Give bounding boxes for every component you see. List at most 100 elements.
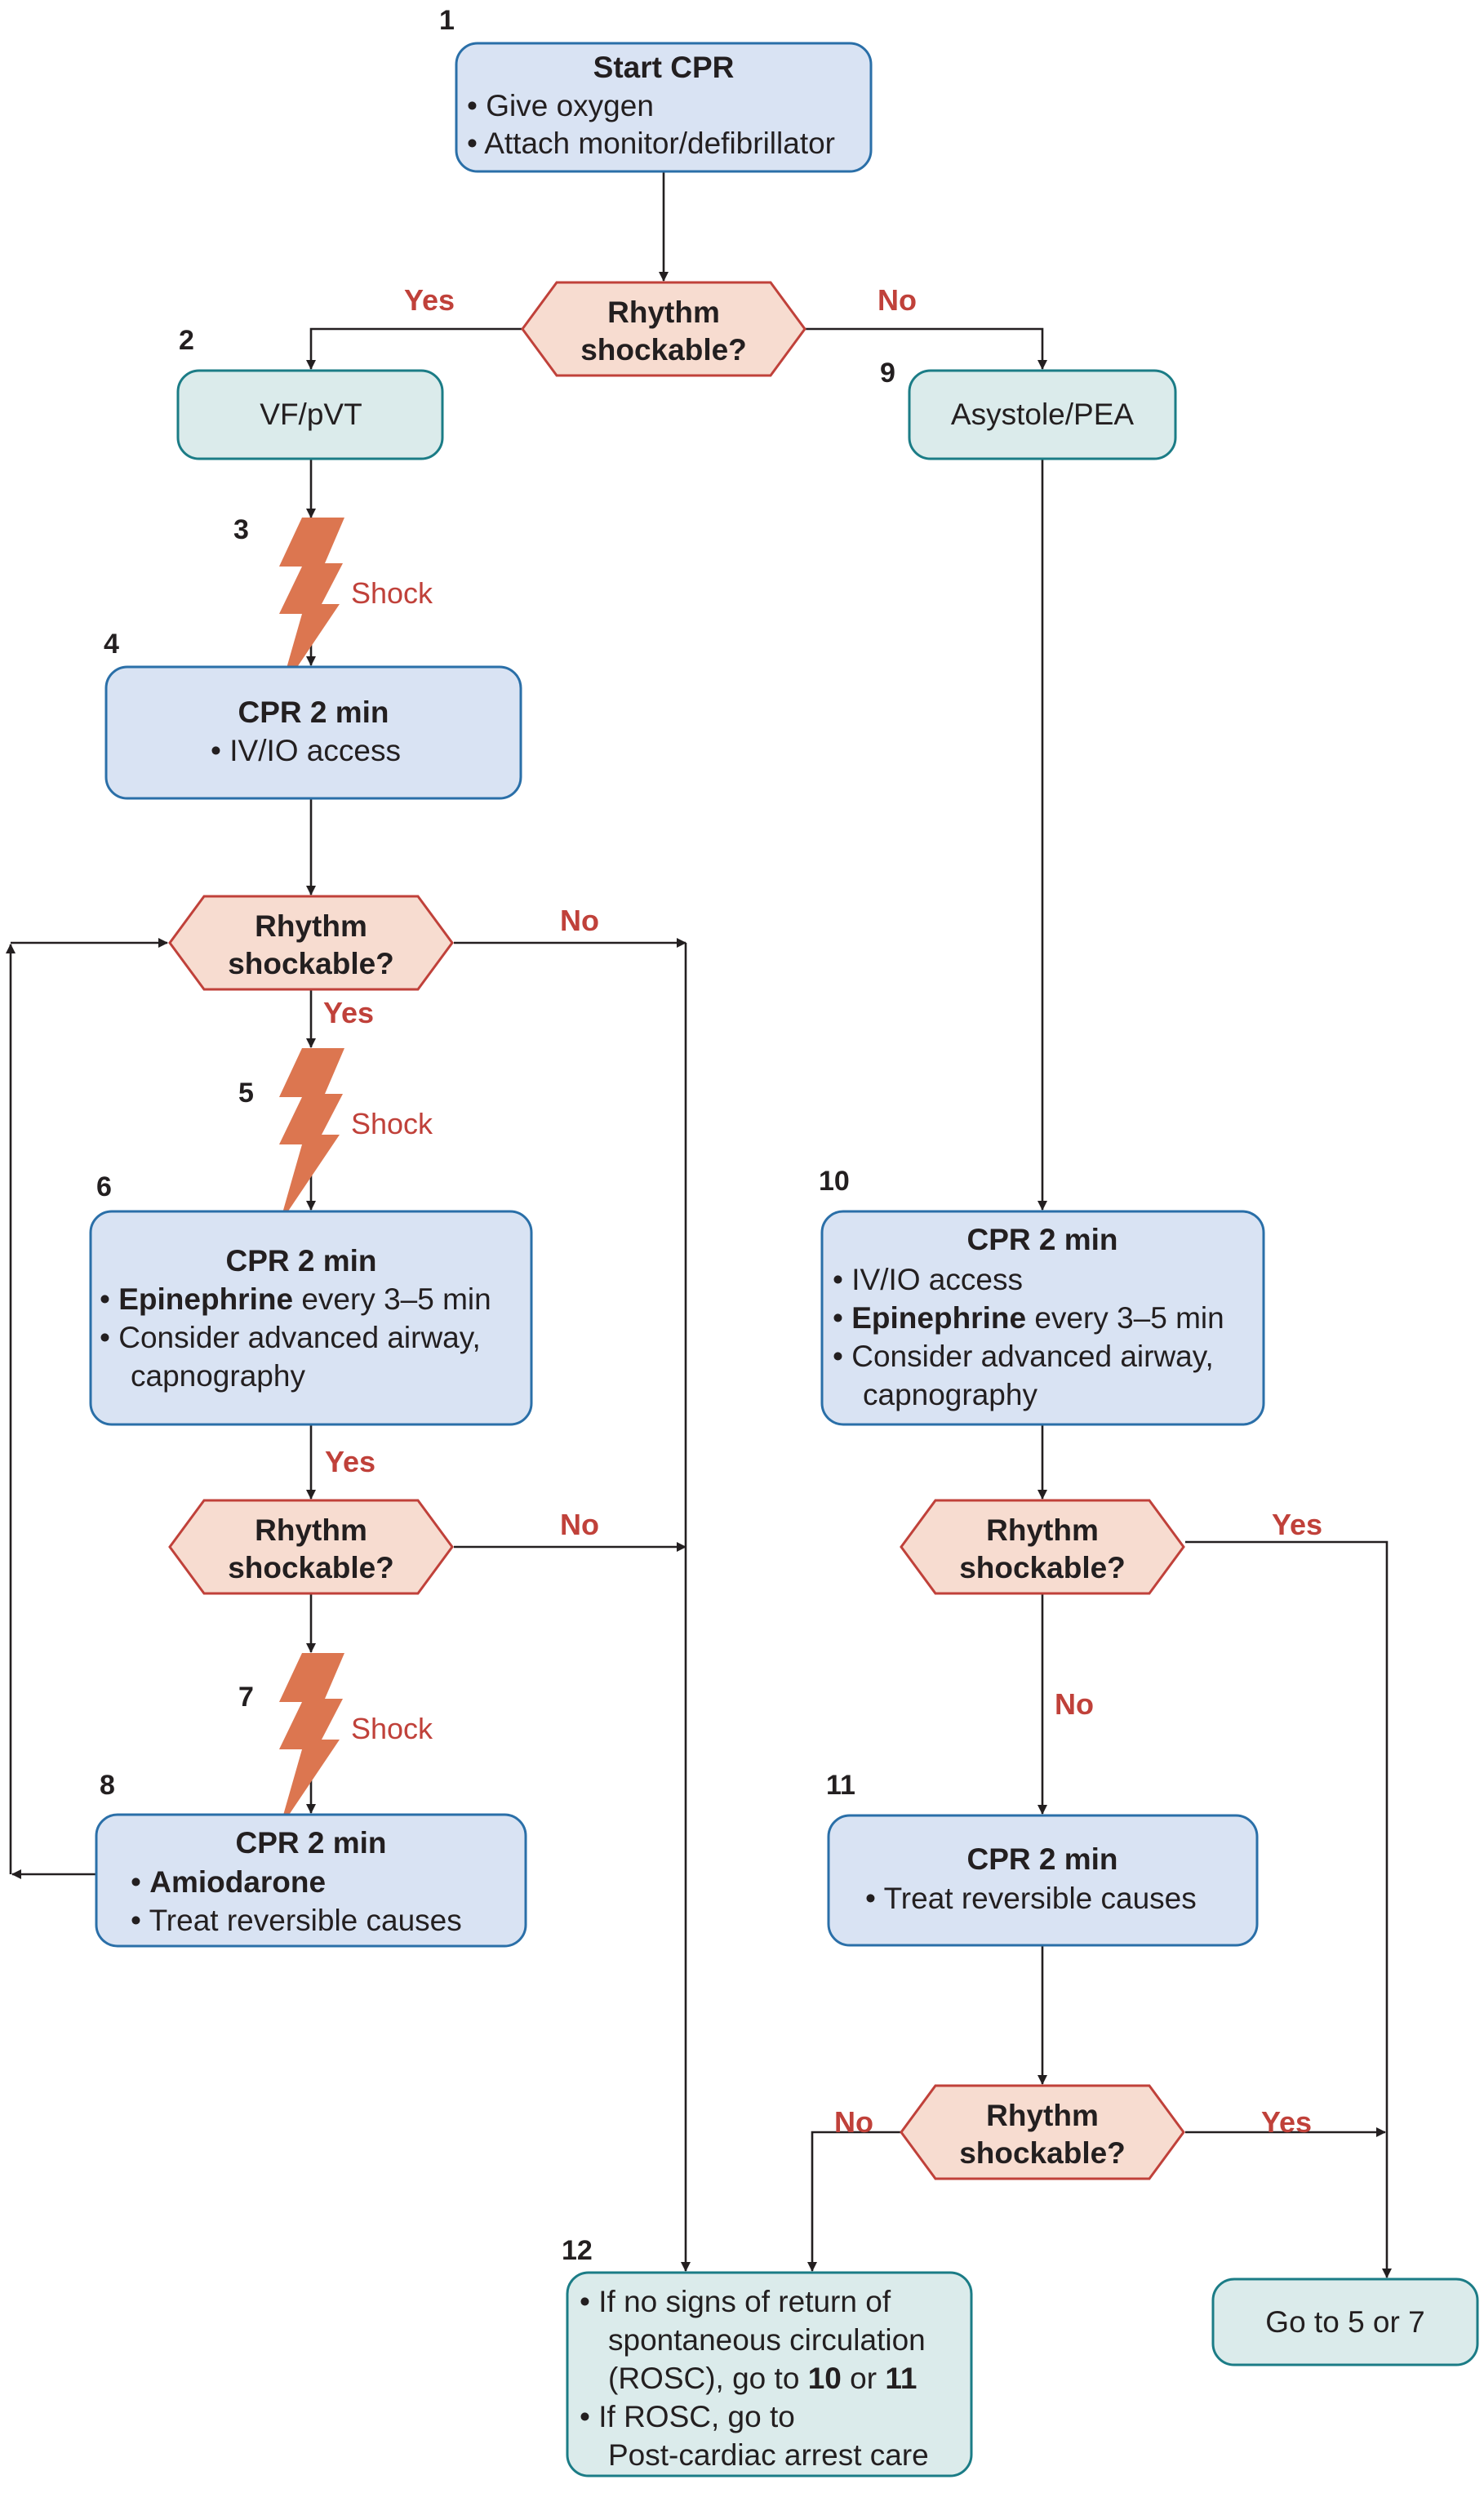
action-box [104, 665, 522, 800]
bullet-line: Post-cardiac arrest care [608, 2438, 929, 2472]
connector-decision1-yes [306, 327, 523, 370]
connector-decision4-yes [1185, 1540, 1392, 2278]
decision-d2: Rhythm shockable? [168, 895, 454, 991]
node-title: Start CPR [593, 51, 735, 84]
decision-d4: Rhythm shockable? [900, 1499, 1185, 1595]
decision-question-line2: shockable? [959, 1551, 1126, 1584]
decision-question-line1: Rhythm [255, 909, 367, 943]
node-goto-5-or-7: Go to 5 or 7 [1211, 2277, 1479, 2366]
action-box [827, 1814, 1259, 1947]
decision-d5: Rhythm shockable? [900, 2084, 1185, 2180]
node-text: VF/pVT [260, 398, 362, 431]
decision-question-line2: shockable? [959, 2136, 1126, 2170]
step-number-3: 3 [233, 514, 249, 545]
action-box [455, 42, 873, 173]
step-number-5: 5 [238, 1078, 254, 1109]
node-cpr-10: CPR 2 min • IV/IO access • Epinephrine eve… [820, 1210, 1265, 1426]
decision1-no-label: No [878, 283, 917, 317]
step-number-9: 9 [880, 358, 895, 389]
outcome-box [1211, 2277, 1479, 2366]
bullet-line: • Epinephrine every 3–5 min [833, 1301, 1224, 1335]
node-vf-pvt: VF/pVT [176, 369, 444, 460]
decision3-yes-label: Yes [325, 1445, 375, 1478]
step-number-2: 2 [179, 325, 194, 356]
shock-label: Shock [351, 1712, 433, 1745]
decision-d3: Rhythm shockable? [168, 1499, 454, 1595]
action-box [95, 1813, 527, 1948]
decision-question-line1: Rhythm [986, 2099, 1099, 2132]
node-cpr-4: CPR 2 min• IV/IO access [104, 665, 522, 800]
decision-question-line2: shockable? [580, 333, 747, 367]
decision5-yes-label: Yes [1261, 2105, 1312, 2139]
decision-question-line1: Rhythm [255, 1513, 367, 1547]
lightning-bolt-icon [279, 1653, 344, 1829]
bullet-line: • Treat reversible causes [131, 1904, 462, 1937]
step-number-10: 10 [819, 1166, 850, 1197]
bullet-line: capnography [863, 1378, 1037, 1411]
node-start-cpr: Start CPR • Give oxygen • Attach monitor/d… [455, 42, 873, 173]
decision2-yes-label: Yes [323, 996, 374, 1029]
step-number-1: 1 [439, 5, 455, 36]
node-title: CPR 2 min [966, 1223, 1117, 1256]
shock-step7: Shock [279, 1653, 433, 1829]
decision3-no-label: No [560, 1508, 599, 1541]
bullet-line: • Amiodarone [131, 1865, 326, 1899]
bullet-line: • Consider advanced airway, [100, 1321, 481, 1354]
node-cpr-6: CPR 2 min • Epinephrine every 3–5 min • Co… [89, 1210, 533, 1426]
node-asystole-pea: Asystole/PEA [908, 369, 1177, 460]
bullet-line: • Consider advanced airway, [833, 1340, 1214, 1373]
node-title: CPR 2 min [235, 1826, 386, 1860]
shock-label: Shock [351, 576, 433, 610]
step-number-7: 7 [238, 1682, 254, 1713]
decision1-yes-label: Yes [404, 283, 455, 317]
decision-hexagon [521, 281, 806, 377]
action-box [89, 1210, 533, 1426]
decision-hexagon [900, 2084, 1185, 2180]
bullet-line: spontaneous circulation [608, 2323, 926, 2357]
decision-hexagon [168, 895, 454, 991]
decision5-no-label: No [834, 2105, 873, 2139]
shock-step5: Shock [279, 1048, 433, 1224]
decision-question-line1: Rhythm [986, 1513, 1099, 1547]
node-cpr-8: CPR 2 min • Amiodarone • Treat reversible … [95, 1813, 527, 1948]
step-number-8: 8 [100, 1770, 115, 1801]
bullet-line: • Treat reversible causes [865, 1882, 1197, 1915]
step-number-12: 12 [562, 2235, 593, 2266]
bullet-line: capnography [131, 1359, 305, 1393]
rhythm-box [176, 369, 444, 460]
lightning-bolt-icon [279, 518, 344, 694]
decision-question-line2: shockable? [228, 947, 394, 980]
bullet-line: (ROSC), go to 10 or 11 [608, 2362, 917, 2395]
node-text: Go to 5 or 7 [1265, 2305, 1424, 2339]
node-title: CPR 2 min [966, 1842, 1117, 1876]
shock-label: Shock [351, 1107, 433, 1140]
lightning-bolt-icon [279, 1048, 344, 1224]
action-box [820, 1210, 1265, 1426]
bullet-line: • IV/IO access [833, 1263, 1023, 1296]
bullet-line: • Epinephrine every 3–5 min [100, 1282, 491, 1316]
bullet-line: • Give oxygen [467, 89, 654, 122]
decision-hexagon [900, 1499, 1185, 1595]
decision-d1: Rhythm shockable? [521, 281, 806, 377]
bullet-line: • If no signs of return of [580, 2285, 891, 2318]
bullet-line: • Attach monitor/defibrillator [467, 127, 835, 160]
node-outcome-12: • If no signs of return of spontaneous ci… [566, 2271, 973, 2477]
node-title: CPR 2 min [225, 1244, 376, 1278]
rhythm-box [908, 369, 1177, 460]
step-number-6: 6 [96, 1171, 112, 1202]
node-text: Asystole/PEA [951, 398, 1134, 431]
decision-hexagon [168, 1499, 454, 1595]
node-title: CPR 2 min [238, 695, 389, 729]
decision-question-line1: Rhythm [607, 296, 720, 329]
bullet-line: • If ROSC, go to [580, 2400, 795, 2433]
decision-question-line2: shockable? [228, 1551, 394, 1584]
step-number-11: 11 [826, 1770, 855, 1801]
shock-step3: Shock [279, 518, 433, 694]
outcome-box [566, 2271, 973, 2477]
connector-decision1-no [805, 327, 1047, 370]
connector-decision5-no [807, 2131, 900, 2272]
decision4-no-label: No [1055, 1687, 1094, 1721]
decision2-no-label: No [560, 904, 599, 937]
